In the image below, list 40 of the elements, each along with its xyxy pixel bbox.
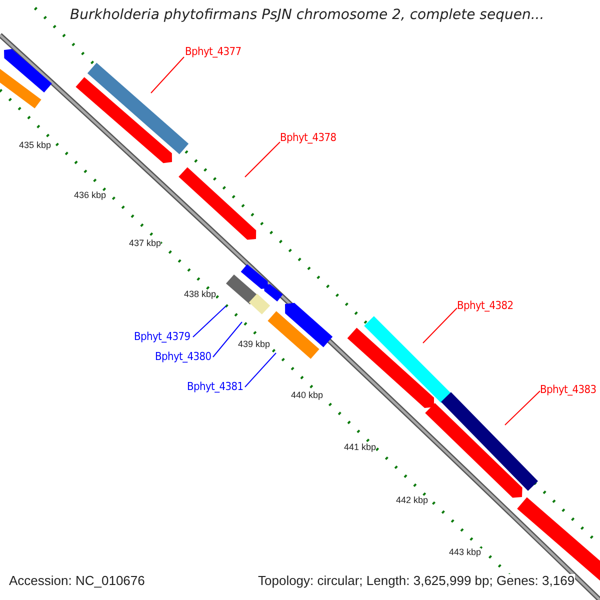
leader-line [422,308,458,344]
tick-label: 439 kbp [238,340,270,350]
gene-bar [0,68,42,108]
gene-label: Bphyt_4378 [280,132,336,144]
leader-line [150,56,184,94]
tick-label: 437 kbp [129,239,162,249]
genome-info-text: Topology: circular; Length: 3,625,999 bp; Genes: 3,169 [258,574,575,588]
map-title: Burkholderia phytofirmans PsJN chromosome 2, complete sequen... [70,8,544,24]
leader-line [212,322,242,358]
gene-bar [248,294,270,314]
tick-label: 435 kbp [19,141,52,151]
tick-label: 441 kbp [344,443,376,453]
tick-label: 440 kbp [291,391,324,401]
gene-bar [87,62,189,154]
tick-label: 436 kbp [74,191,106,201]
gene-label: Bphyt_4383 [540,384,596,396]
leader-line [244,142,280,178]
gene-bar [425,403,522,498]
leader-line [244,352,276,388]
gene-bar [4,49,52,92]
gene-bar [264,284,283,302]
gene-label: Bphyt_4381 [187,381,244,394]
gene-bar [178,167,256,240]
gene-bar [285,302,333,348]
gene-bar [347,328,434,408]
accession-text: Accession: NC_010676 [9,574,145,588]
tick-label: 443 kbp [449,548,482,558]
tick-label: 442 kbp [396,496,428,506]
leader-line [192,306,226,338]
leader-line [504,390,540,426]
gene-label: Bphyt_4380 [155,351,212,364]
tick-label: 438 kbp [184,290,216,300]
gene-label: Bphyt_4379 [134,331,190,344]
gene-label: Bphyt_4382 [457,300,514,312]
gene-label: Bphyt_4377 [185,46,242,58]
gene-bar [76,77,172,164]
gene-bar [240,264,268,289]
gene-bar [364,316,451,403]
gene-bar [226,274,258,304]
gene-bar [441,392,538,491]
